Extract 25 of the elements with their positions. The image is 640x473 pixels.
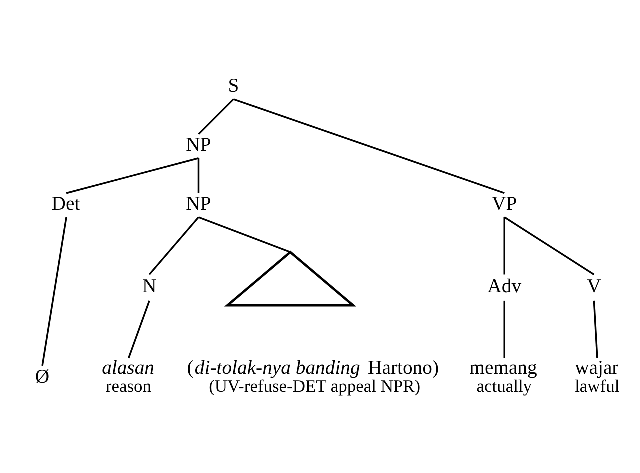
connector xyxy=(148,216,200,276)
connector xyxy=(128,300,150,359)
node-text: N xyxy=(142,276,157,298)
connector xyxy=(198,216,291,254)
node-text: memang xyxy=(470,357,538,380)
connector xyxy=(66,158,199,194)
connector xyxy=(198,98,234,135)
node-text: NP xyxy=(186,193,212,216)
node-text: Ø xyxy=(35,366,50,388)
connector xyxy=(593,300,598,358)
connector xyxy=(42,217,68,366)
connector xyxy=(504,216,595,276)
node-triangle xyxy=(224,250,357,307)
node-text: (di-tolak-nya banding Hartono) xyxy=(187,357,440,380)
node-text: Det xyxy=(52,193,80,216)
connector xyxy=(504,217,506,275)
node-text: V xyxy=(587,276,602,298)
node-text: VP xyxy=(492,193,518,216)
connector xyxy=(233,98,505,194)
connector xyxy=(198,158,200,194)
node-text: wajar xyxy=(575,357,619,380)
connector xyxy=(504,300,506,358)
node-text: Adv xyxy=(488,276,522,298)
node-text: S xyxy=(228,75,240,98)
node-text: NP xyxy=(186,134,212,156)
